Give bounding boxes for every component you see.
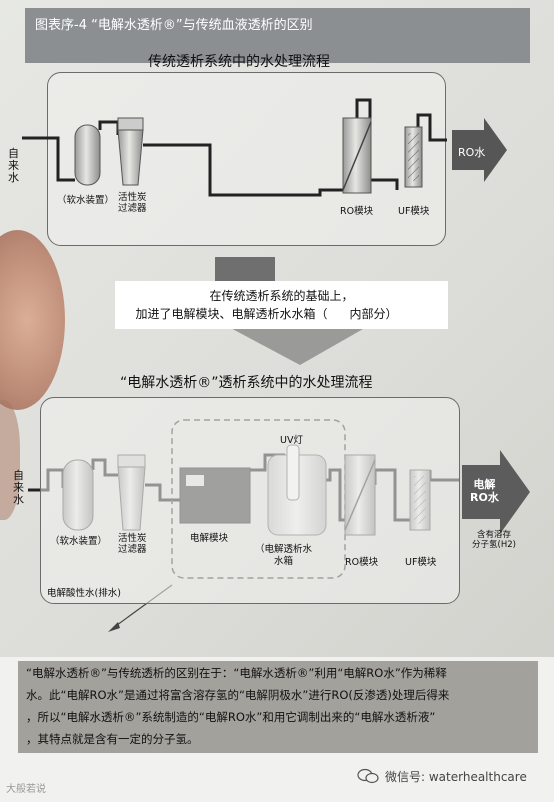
top-diagram-title: 传统透析系统中的水处理流程 <box>148 54 330 70</box>
top-diagram-panel <box>47 72 446 246</box>
bottom-input-label: 自来水 <box>13 469 24 506</box>
watermark-wechat-id: 微信号: waterhealthcare <box>385 770 527 784</box>
transition-arrow <box>215 257 370 365</box>
bottom-softener-label: （软水装置） <box>50 536 108 547</box>
figure-title: 图表序-4 “电解水透析®”与传统血液透析的区别 <box>35 18 313 33</box>
middle-note-line1: 在传统透析系统的基础上， <box>209 289 354 303</box>
output-note-label: 含有溶存分子氢(H2) <box>472 530 516 550</box>
top-ro-module <box>342 117 372 194</box>
electrolysis-module-label: 电解模块 <box>190 533 229 544</box>
middle-note: 在传统透析系统的基础上， 加进了电解模块、电解透析水水箱（内部分） <box>115 281 448 329</box>
bottom-diagram-panel <box>40 397 460 604</box>
header-bar: 图表序-4 “电解水透析®”与传统血液透析的区别 <box>25 8 530 63</box>
drain-label: 电解酸性水(排水) <box>47 588 121 599</box>
wechat-icon <box>357 768 379 784</box>
description-line: ，其特点就是含有一定的分子氢。 <box>26 732 199 746</box>
tank-label: （电解透析水水箱 <box>255 544 313 567</box>
top-carbon-filter-label: 活性炭过滤器 <box>118 192 147 214</box>
bottom-ro-label: RO模块 <box>345 557 379 568</box>
watermark-left: 大般若说 <box>6 784 46 795</box>
top-uf-label: UF模块 <box>398 206 430 217</box>
top-carbon-filter <box>117 117 144 186</box>
top-output-label: RO水 <box>458 146 486 159</box>
bottom-uf-label: UF模块 <box>405 557 437 568</box>
top-ro-label: RO模块 <box>340 206 374 217</box>
top-output-arrow <box>452 118 507 182</box>
top-input-label: 自来水 <box>8 147 19 184</box>
description-line: “电解水透析®”与传统透析的区别在于：“电解水透析®”利用“电解RO水”作为稀释 <box>26 666 447 680</box>
top-softener-label: （软水装置） <box>57 195 115 206</box>
description-box: “电解水透析®”与传统透析的区别在于：“电解水透析®”利用“电解RO水”作为稀释… <box>18 661 538 753</box>
bottom-carbon-filter-label: 活性炭过滤器 <box>118 533 147 555</box>
description-line: ，所以“电解水透析®”系统制造的“电解RO水”和用它调制出来的“电解水透析液” <box>26 710 436 724</box>
bottom-output-arrow <box>462 450 530 534</box>
uv-lamp-label: UV灯 <box>280 435 303 446</box>
middle-note-line2: 加进了电解模块、电解透析水水箱（内部分） <box>135 307 398 321</box>
top-softener <box>74 124 101 186</box>
top-uf-module <box>404 126 423 188</box>
bottom-diagram-title: “电解水透析®”透析系统中的水处理流程 <box>120 375 373 391</box>
finger-shadow <box>0 400 20 520</box>
description-line: 水。此“电解RO水”是通过将富含溶存氢的“电解阴极水”进行RO(反渗透)处理后得… <box>26 688 450 702</box>
